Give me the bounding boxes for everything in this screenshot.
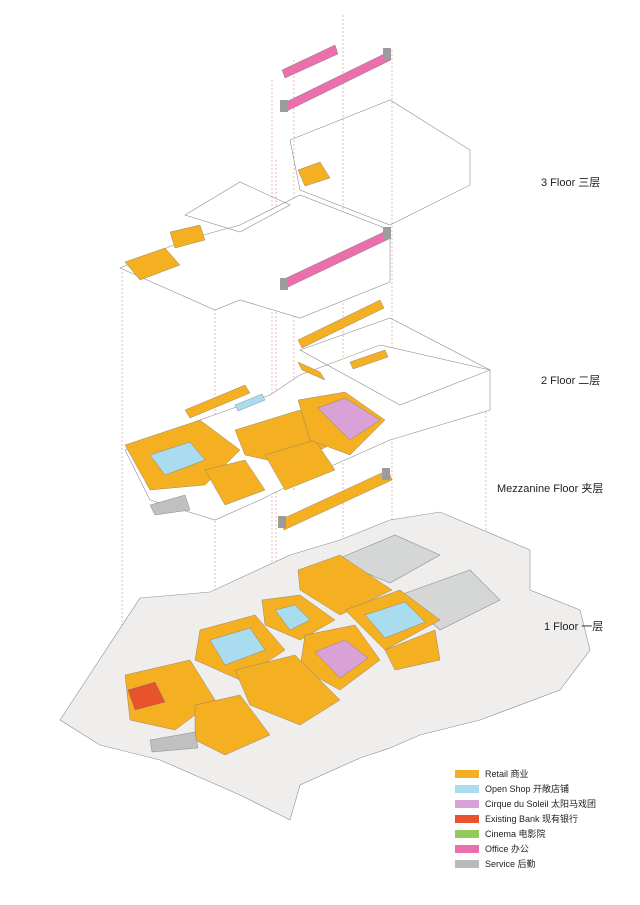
retail-strip — [297, 361, 326, 381]
legend-swatch-bank — [455, 814, 479, 823]
legend-item-bank: Existing Bank 现有银行 — [455, 811, 596, 826]
legend-swatch-open-shop — [455, 784, 479, 793]
retail-strip — [184, 384, 251, 419]
cirque-du-soleil-zone — [314, 639, 369, 679]
legend-swatch-cinema — [455, 829, 479, 838]
office-strip — [281, 51, 392, 113]
office-strip — [281, 44, 339, 79]
mezzanine-floor — [278, 468, 393, 531]
legend-swatch-service — [455, 859, 479, 868]
stair-ramp — [149, 494, 191, 516]
open-shop-zone — [274, 604, 311, 631]
service-core — [382, 468, 390, 480]
legend-item-open-shop: Open Shop 开敞店铺 — [455, 781, 596, 796]
service-block-north — [334, 534, 441, 584]
stair-ramp — [149, 731, 199, 753]
retail-strip — [349, 349, 389, 370]
legend-label-bank: Existing Bank 现有银行 — [485, 814, 579, 824]
ground-floor — [59, 511, 591, 821]
legend-item-cirque: Cirque du Soleil 太阳马戏团 — [455, 796, 596, 811]
retail-block — [204, 459, 266, 506]
cirque-du-soleil-zone — [317, 397, 381, 441]
service-core — [383, 48, 391, 60]
retail-block — [264, 439, 336, 491]
legend-label-service: Service 后勤 — [485, 859, 536, 869]
legend-swatch-cirque — [455, 799, 479, 808]
legend-item-office: Office 办公 — [455, 841, 596, 856]
service-core — [280, 100, 288, 112]
open-shop-zone — [364, 601, 426, 639]
retail-cluster — [124, 247, 181, 281]
legend: Retail 商业 Open Shop 开敞店铺 Cirque du Solei… — [455, 766, 596, 871]
service-core — [383, 227, 391, 239]
legend-item-retail: Retail 商业 — [455, 766, 596, 781]
floor-label-mezzanine: Mezzanine Floor 夹层 — [497, 483, 604, 495]
open-shop-zone — [149, 441, 206, 476]
floor-label-3: 3 Floor 三层 — [541, 177, 601, 189]
third-floor-plate — [119, 194, 391, 319]
service-core — [280, 278, 288, 290]
legend-item-cinema: Cinema 电影院 — [455, 826, 596, 841]
open-shop-zone — [209, 627, 266, 666]
third-floor-outline-upper — [289, 99, 471, 226]
third-floor-outline-left — [184, 181, 291, 233]
service-core — [278, 516, 286, 528]
legend-swatch-office — [455, 844, 479, 853]
retail-strip — [297, 299, 385, 349]
legend-label-retail: Retail 商业 — [485, 769, 529, 779]
legend-label-office: Office 办公 — [485, 844, 529, 854]
third-floor — [119, 99, 471, 319]
legend-item-service: Service 后勤 — [455, 856, 596, 871]
retail-block — [234, 654, 341, 726]
legend-label-cirque: Cirque du Soleil 太阳马戏团 — [485, 799, 597, 809]
open-shop-strip — [234, 393, 266, 412]
existing-bank-zone — [127, 681, 166, 711]
top-office-level — [280, 44, 392, 113]
second-floor-outline-upper — [299, 317, 491, 406]
legend-label-cinema: Cinema 电影院 — [485, 829, 546, 839]
floor-label-1: 1 Floor 一层 — [544, 621, 604, 633]
retail-strip — [297, 161, 331, 187]
retail-block — [384, 629, 441, 671]
legend-label-open-shop: Open Shop 开敞店铺 — [485, 784, 570, 794]
floor-label-2: 2 Floor 二层 — [541, 375, 601, 387]
retail-cluster — [169, 224, 206, 249]
legend-swatch-retail — [455, 769, 479, 778]
second-floor — [124, 299, 491, 521]
